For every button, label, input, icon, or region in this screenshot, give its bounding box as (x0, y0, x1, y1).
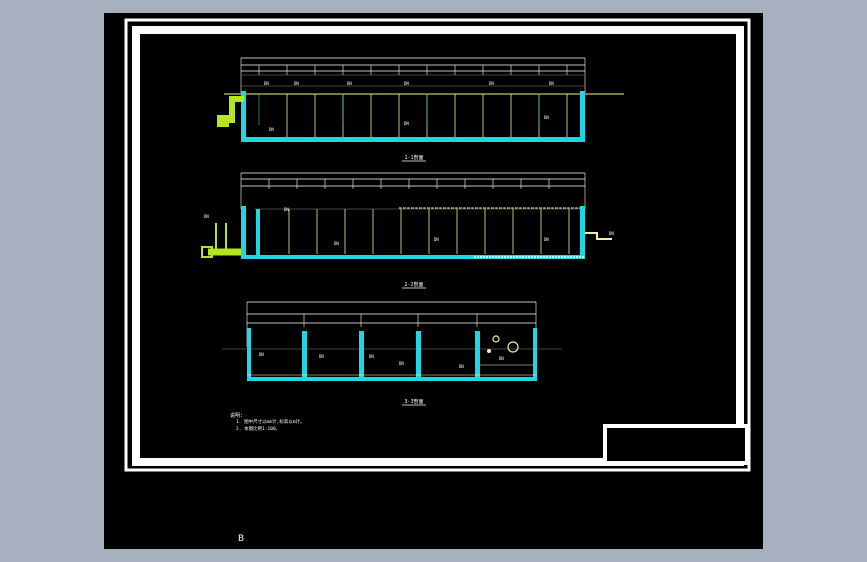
section-3-tank-icon (507, 341, 519, 353)
section-2-floor (241, 255, 585, 259)
svg-text:DN: DN (369, 354, 374, 359)
section-2-inner-wall (256, 209, 260, 257)
section-1-right-wall (580, 91, 585, 141)
section-2-left-wall (241, 206, 246, 259)
section-3-drawing: DN DN DN DN DN DN 3-3剖面 (222, 301, 562, 406)
svg-text:DN: DN (347, 81, 352, 86)
section-3-wall-3 (359, 331, 364, 380)
section-2-outlet-pipe (585, 232, 612, 240)
svg-text:DN: DN (489, 81, 494, 86)
cad-viewport[interactable]: DN DN DN DN DN DN DN DN DN 1-1剖面 (104, 13, 763, 549)
svg-text:DN: DN (404, 121, 409, 126)
section-1-dim-ticks (258, 65, 568, 75)
section-2-drawing: DN DN DN DN DN DN 2-2剖面 (201, 172, 614, 289)
notes: 说明: 1. 图中尺寸以mm计,标高以m计。 2. 本图比例1:100。 (230, 412, 304, 432)
section-1-grid (241, 74, 585, 87)
svg-text:DN: DN (284, 207, 289, 212)
svg-text:DN: DN (549, 81, 554, 86)
section-3-wall-5 (475, 331, 480, 380)
section-3-wall-6 (533, 328, 537, 380)
note-2: 2. 本图比例1:100。 (236, 425, 280, 432)
section-3-title: 3-3剖面 (404, 398, 423, 405)
svg-text:DN: DN (544, 237, 549, 242)
section-3-wall-4 (416, 331, 421, 380)
section-3-floor (247, 377, 537, 381)
section-3-pump-icon (492, 335, 500, 343)
section-3-wall-1 (247, 328, 251, 380)
section-2-dim-ticks (268, 179, 550, 189)
section-2-right-wall (580, 206, 585, 259)
svg-text:DN: DN (499, 356, 504, 361)
section-3-wall-2 (302, 331, 307, 380)
svg-text:DN: DN (434, 237, 439, 242)
section-1-title: 1-1剖面 (404, 154, 423, 161)
svg-text:DN: DN (269, 127, 274, 132)
svg-text:DN: DN (264, 81, 269, 86)
svg-text:DN: DN (609, 231, 614, 236)
section-1-left-wall (241, 91, 246, 141)
svg-text:DN: DN (319, 354, 324, 359)
svg-text:DN: DN (459, 364, 464, 369)
section-1-drawing: DN DN DN DN DN DN DN DN DN 1-1剖面 (217, 57, 624, 162)
svg-text:DN: DN (294, 81, 299, 86)
svg-text:DN: DN (204, 214, 209, 219)
inner-border (132, 26, 744, 466)
section-1-pipe-fitting (217, 115, 229, 127)
title-block (603, 424, 749, 465)
layout-tab[interactable]: B (238, 534, 245, 544)
svg-text:DN: DN (334, 241, 339, 246)
section-1-floor (241, 137, 585, 142)
svg-text:DN: DN (259, 352, 264, 357)
section-2-title: 2-2剖面 (404, 281, 423, 288)
section-1-baffles (258, 94, 540, 125)
outer-frame (124, 18, 751, 472)
notes-heading: 说明: (230, 412, 243, 419)
note-1: 1. 图中尺寸以mm计,标高以m计。 (236, 418, 304, 425)
svg-text:DN: DN (544, 115, 549, 120)
section-2-partitions (288, 209, 570, 254)
svg-text:DN: DN (399, 361, 404, 366)
svg-text:DN: DN (404, 81, 409, 86)
